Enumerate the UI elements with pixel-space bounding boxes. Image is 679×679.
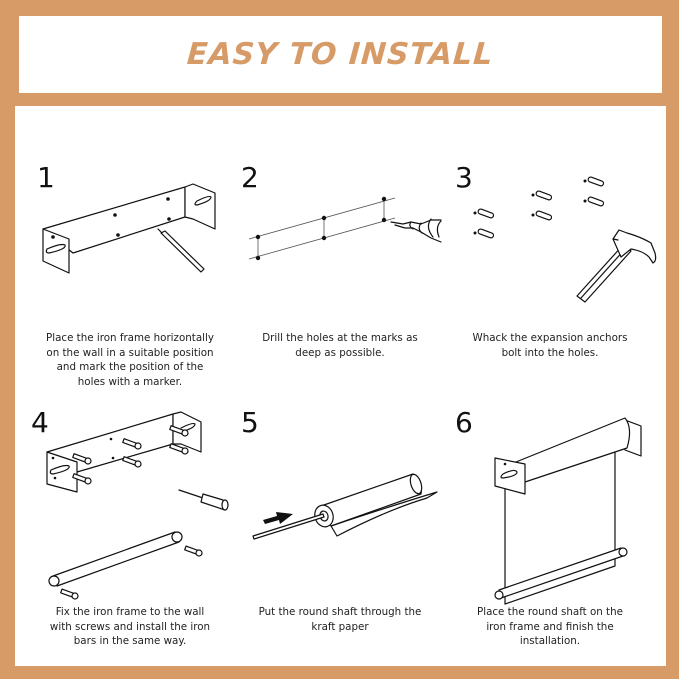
step-number: 1	[37, 161, 55, 194]
screws	[72, 425, 189, 485]
caption-line: Drill the holes at the marks as	[262, 332, 418, 344]
caption-line: installation.	[519, 635, 581, 647]
step-number: 3	[455, 161, 473, 194]
caption-line: Whack the expansion anchors	[472, 332, 628, 344]
step-caption: Place the iron frame horizontally on the…	[25, 331, 235, 389]
caption-line: Fix the iron frame to the wall	[55, 606, 205, 618]
step-caption: Put the round shaft through the kraft pa…	[235, 605, 445, 634]
caption-line: iron frame and finish the	[486, 620, 614, 633]
header-banner: EASY TO INSTALL	[19, 16, 662, 93]
page-title: EASY TO INSTALL	[186, 37, 495, 72]
caption-line: Place the iron frame horizontally	[46, 332, 214, 344]
anchor-group	[473, 176, 605, 239]
step-4: 4	[25, 406, 235, 656]
hammer-expansion-anchors-icon	[473, 176, 657, 303]
instructions-panel: 1 Place the iron frame horizontally on t…	[15, 106, 666, 666]
caption-line: holes with a marker.	[77, 375, 183, 388]
caption-line: bars in the same way.	[73, 635, 187, 647]
step-caption: Whack the expansion anchors bolt into th…	[445, 331, 655, 360]
caption-line: Place the round shaft on the	[477, 606, 623, 618]
step-number: 5	[241, 406, 259, 439]
caption-line: and mark the position of the	[56, 361, 204, 373]
frame-screws-screwdriver-bar-icon	[46, 411, 229, 600]
caption-line: Put the round shaft through the	[258, 606, 422, 618]
step-caption: Fix the iron frame to the wall with scre…	[25, 605, 235, 649]
step-number: 6	[455, 406, 473, 439]
step-caption: Drill the holes at the marks as deep as …	[235, 331, 445, 360]
caption-line: bolt into the holes.	[501, 346, 599, 359]
caption-line: deep as possible.	[295, 346, 385, 359]
iron-frame-with-marker-icon	[42, 183, 216, 274]
caption-line: on the wall in a suitable position	[46, 346, 214, 359]
step-caption: Place the round shaft on the iron frame …	[445, 605, 655, 649]
drill-marked-holes-icon	[248, 196, 442, 261]
step-5: 5 Put the round shaft through the kraft …	[235, 406, 445, 656]
installed-paper-roll-holder-icon	[494, 417, 642, 605]
step-number: 2	[241, 161, 259, 194]
caption-line: with screws and install the iron	[49, 620, 211, 633]
shaft-through-paper-roll-icon	[252, 473, 438, 540]
step-3: 3 Whack the expansion anchors bolt into …	[445, 161, 657, 391]
step-2: 2 Drill the holes at the marks as deep a…	[235, 161, 445, 391]
step-1: 1 Place the iron frame horizontally on t…	[25, 161, 235, 391]
step-6: 6 Place the round shaft on the iron fram…	[445, 406, 655, 656]
caption-line: kraft paper	[311, 620, 369, 633]
step-number: 4	[31, 406, 49, 439]
